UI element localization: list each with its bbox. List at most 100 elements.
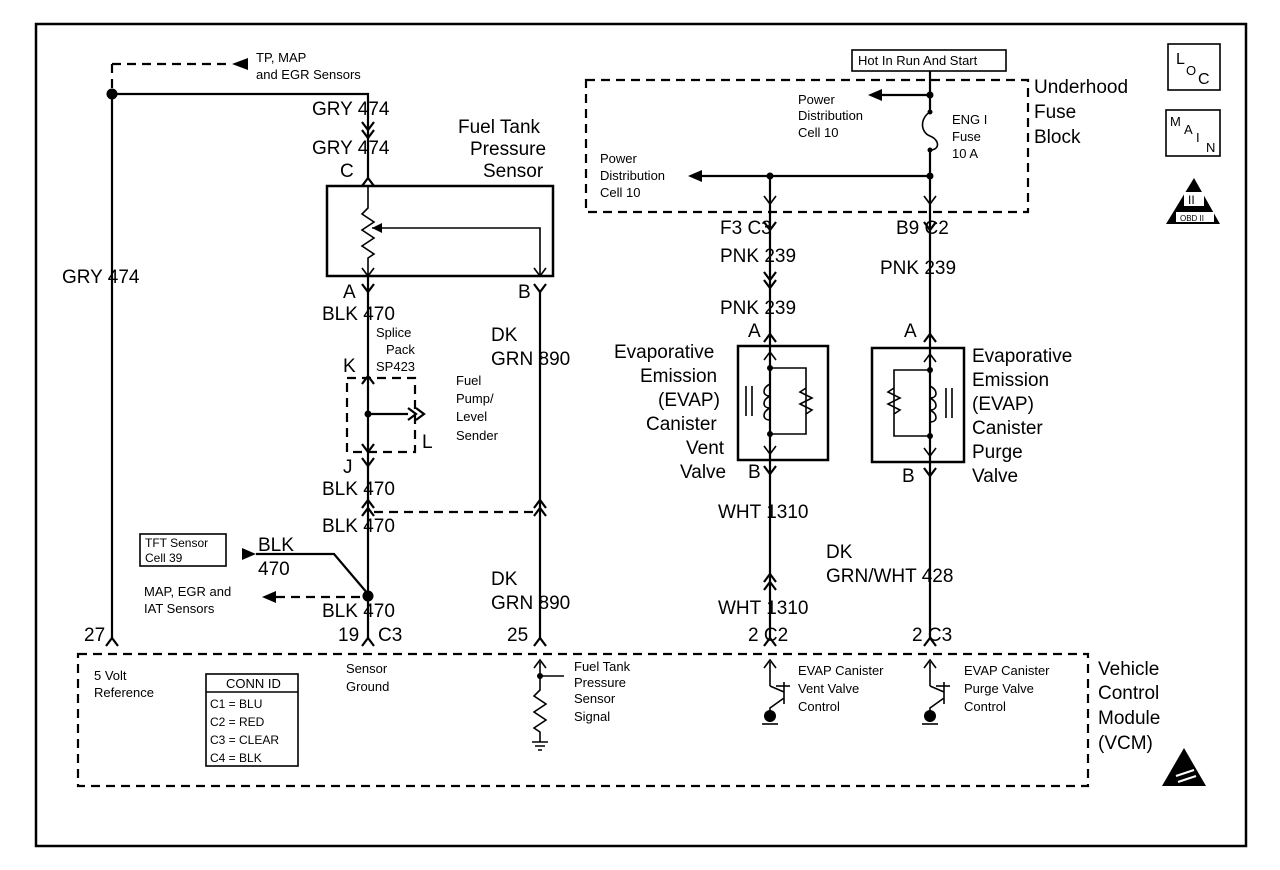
label-vcm-1: Vehicle xyxy=(1098,659,1159,680)
label-vent-ctrl-2: Vent Valve xyxy=(798,681,859,696)
inline-connector-wht xyxy=(763,572,777,591)
pin-b9 xyxy=(923,221,937,232)
label-blk-470-4: BLK 470 xyxy=(322,601,395,622)
svg-text:L: L xyxy=(1176,51,1185,68)
label-ftp-signal-4: Signal xyxy=(574,709,610,724)
label-splice-2: Pack xyxy=(386,342,415,357)
label-conn-a-vent: A xyxy=(748,321,761,342)
coil-vent-icon xyxy=(763,383,771,421)
label-tft-2: Cell 39 xyxy=(145,551,183,565)
label-vent-6: Valve xyxy=(680,462,726,483)
pin-j xyxy=(361,457,375,468)
main-icon: M A I N xyxy=(1165,109,1221,157)
diagram-frame xyxy=(34,22,1248,848)
label-hot-in-run: Hot In Run And Start xyxy=(858,53,978,68)
label-pdc-lower-1: Power xyxy=(600,151,638,166)
conn-id-title: CONN ID xyxy=(226,676,281,691)
ftp-signal-arrow xyxy=(533,658,547,669)
label-blk-470-1: BLK 470 xyxy=(322,304,395,325)
label-conn-k: K xyxy=(343,356,356,377)
label-fuel-2: Pump/ xyxy=(456,391,494,406)
fuel-tank-pressure-sensor-box xyxy=(325,184,555,278)
label-purge-6: Valve xyxy=(972,466,1018,487)
label-purge-ctrl-3: Control xyxy=(964,699,1006,714)
tft-sensor-box xyxy=(139,533,227,567)
label-sensor-ground-2: Ground xyxy=(346,679,389,694)
arrow-pdc-upper-icon xyxy=(868,89,882,101)
label-pin-25: 25 xyxy=(507,625,528,646)
conn-id-row-2: C2 = RED xyxy=(210,715,265,729)
label-ftp-1: Fuel Tank xyxy=(458,117,541,138)
label-dk-1: DK xyxy=(491,325,518,346)
label-map-egr-iat-1: MAP, EGR and xyxy=(144,584,231,599)
label-ftp-signal-1: Fuel Tank xyxy=(574,659,631,674)
pullup-resistor-icon xyxy=(532,662,548,742)
label-purge-3: (EVAP) xyxy=(972,394,1034,415)
splice-dot-k xyxy=(364,410,372,418)
label-vent-4: Canister xyxy=(646,414,717,435)
arrow-map-egr-icon xyxy=(262,591,276,603)
label-ftp-2: Pressure xyxy=(470,139,546,160)
wiper-ftp xyxy=(372,227,541,276)
label-dk-3: DK xyxy=(826,542,853,563)
pin-l xyxy=(407,407,426,421)
label-pnk-239-1: PNK 239 xyxy=(720,246,796,267)
svg-text:I: I xyxy=(1196,130,1200,145)
label-fuse: Fuse xyxy=(1034,102,1076,123)
label-ftp-signal-2: Pressure xyxy=(574,675,626,690)
pin-a-vent xyxy=(763,332,777,343)
conn-id-row-1: C1 = BLU xyxy=(210,697,262,711)
svg-text:M: M xyxy=(1170,114,1181,129)
label-conn-b-purge: B xyxy=(902,466,915,487)
wiper-arrow-icon xyxy=(372,223,382,233)
pin-k xyxy=(361,374,375,385)
label-pnk-239-2: PNK 239 xyxy=(720,298,796,319)
label-pin-27: 27 xyxy=(84,625,105,646)
label-f3-c3: F3 C3 xyxy=(720,218,772,239)
purge-arrow-top xyxy=(923,353,937,363)
vent-arrow-top xyxy=(763,351,777,361)
inline-connector-pnk xyxy=(763,271,777,290)
label-conn-b-ftp: B xyxy=(518,282,531,303)
arrow-pdc-lower-icon xyxy=(688,170,702,182)
label-pdc-upper-1: Power xyxy=(798,92,836,107)
transistor-vent-icon xyxy=(769,662,785,714)
label-c3-left: C3 xyxy=(378,625,402,646)
label-grn-890-1: GRN 890 xyxy=(491,349,570,370)
pin-b-vent xyxy=(763,465,777,476)
label-wht-1310-1: WHT 1310 xyxy=(718,502,808,523)
label-purge-2: Emission xyxy=(972,370,1049,391)
label-map-egr-iat-2: IAT Sensors xyxy=(144,601,215,616)
wire-gry-474-top xyxy=(112,92,370,180)
vent-arrow-bottom xyxy=(763,445,777,456)
label-vent-2: Emission xyxy=(640,366,717,387)
inline-connector-blk xyxy=(361,498,375,517)
svg-text:OBD II: OBD II xyxy=(1180,214,1204,223)
label-vent-5: Vent xyxy=(686,438,725,459)
esd-warning-icon xyxy=(1162,748,1206,786)
obd-ii-icon: II OBD II xyxy=(1166,178,1220,224)
arrow-b-icon xyxy=(533,267,547,278)
label-pdc-upper-3: Cell 10 xyxy=(798,125,838,140)
pin-b-purge xyxy=(923,467,937,478)
label-fuel-4: Sender xyxy=(456,428,499,443)
label-splice-3: SP423 xyxy=(376,359,415,374)
label-conn-a-purge: A xyxy=(904,321,917,342)
vent-core xyxy=(745,386,753,416)
label-vent-3: (EVAP) xyxy=(658,390,720,411)
underhood-fuse-block xyxy=(584,78,1030,214)
label-pin-2-c2: 2 C2 xyxy=(748,625,788,646)
label-conn-l: L xyxy=(422,432,433,453)
label-vcm-2: Control xyxy=(1098,683,1159,704)
label-pdc-upper-2: Distribution xyxy=(798,108,863,123)
label-pnk-239-3: PNK 239 xyxy=(880,258,956,279)
label-pdc-lower-2: Distribution xyxy=(600,168,665,183)
label-purge-4: Canister xyxy=(972,418,1043,439)
purge-core xyxy=(945,388,953,418)
label-blk-470-3: BLK 470 xyxy=(322,516,395,537)
label-vent-ctrl-1: EVAP Canister xyxy=(798,663,884,678)
label-vcm-4: (VCM) xyxy=(1098,733,1153,754)
label-eng-fuse-1: ENG I xyxy=(952,112,987,127)
label-tp-map: TP, MAP xyxy=(256,50,306,65)
pin-19-marker xyxy=(361,636,375,647)
